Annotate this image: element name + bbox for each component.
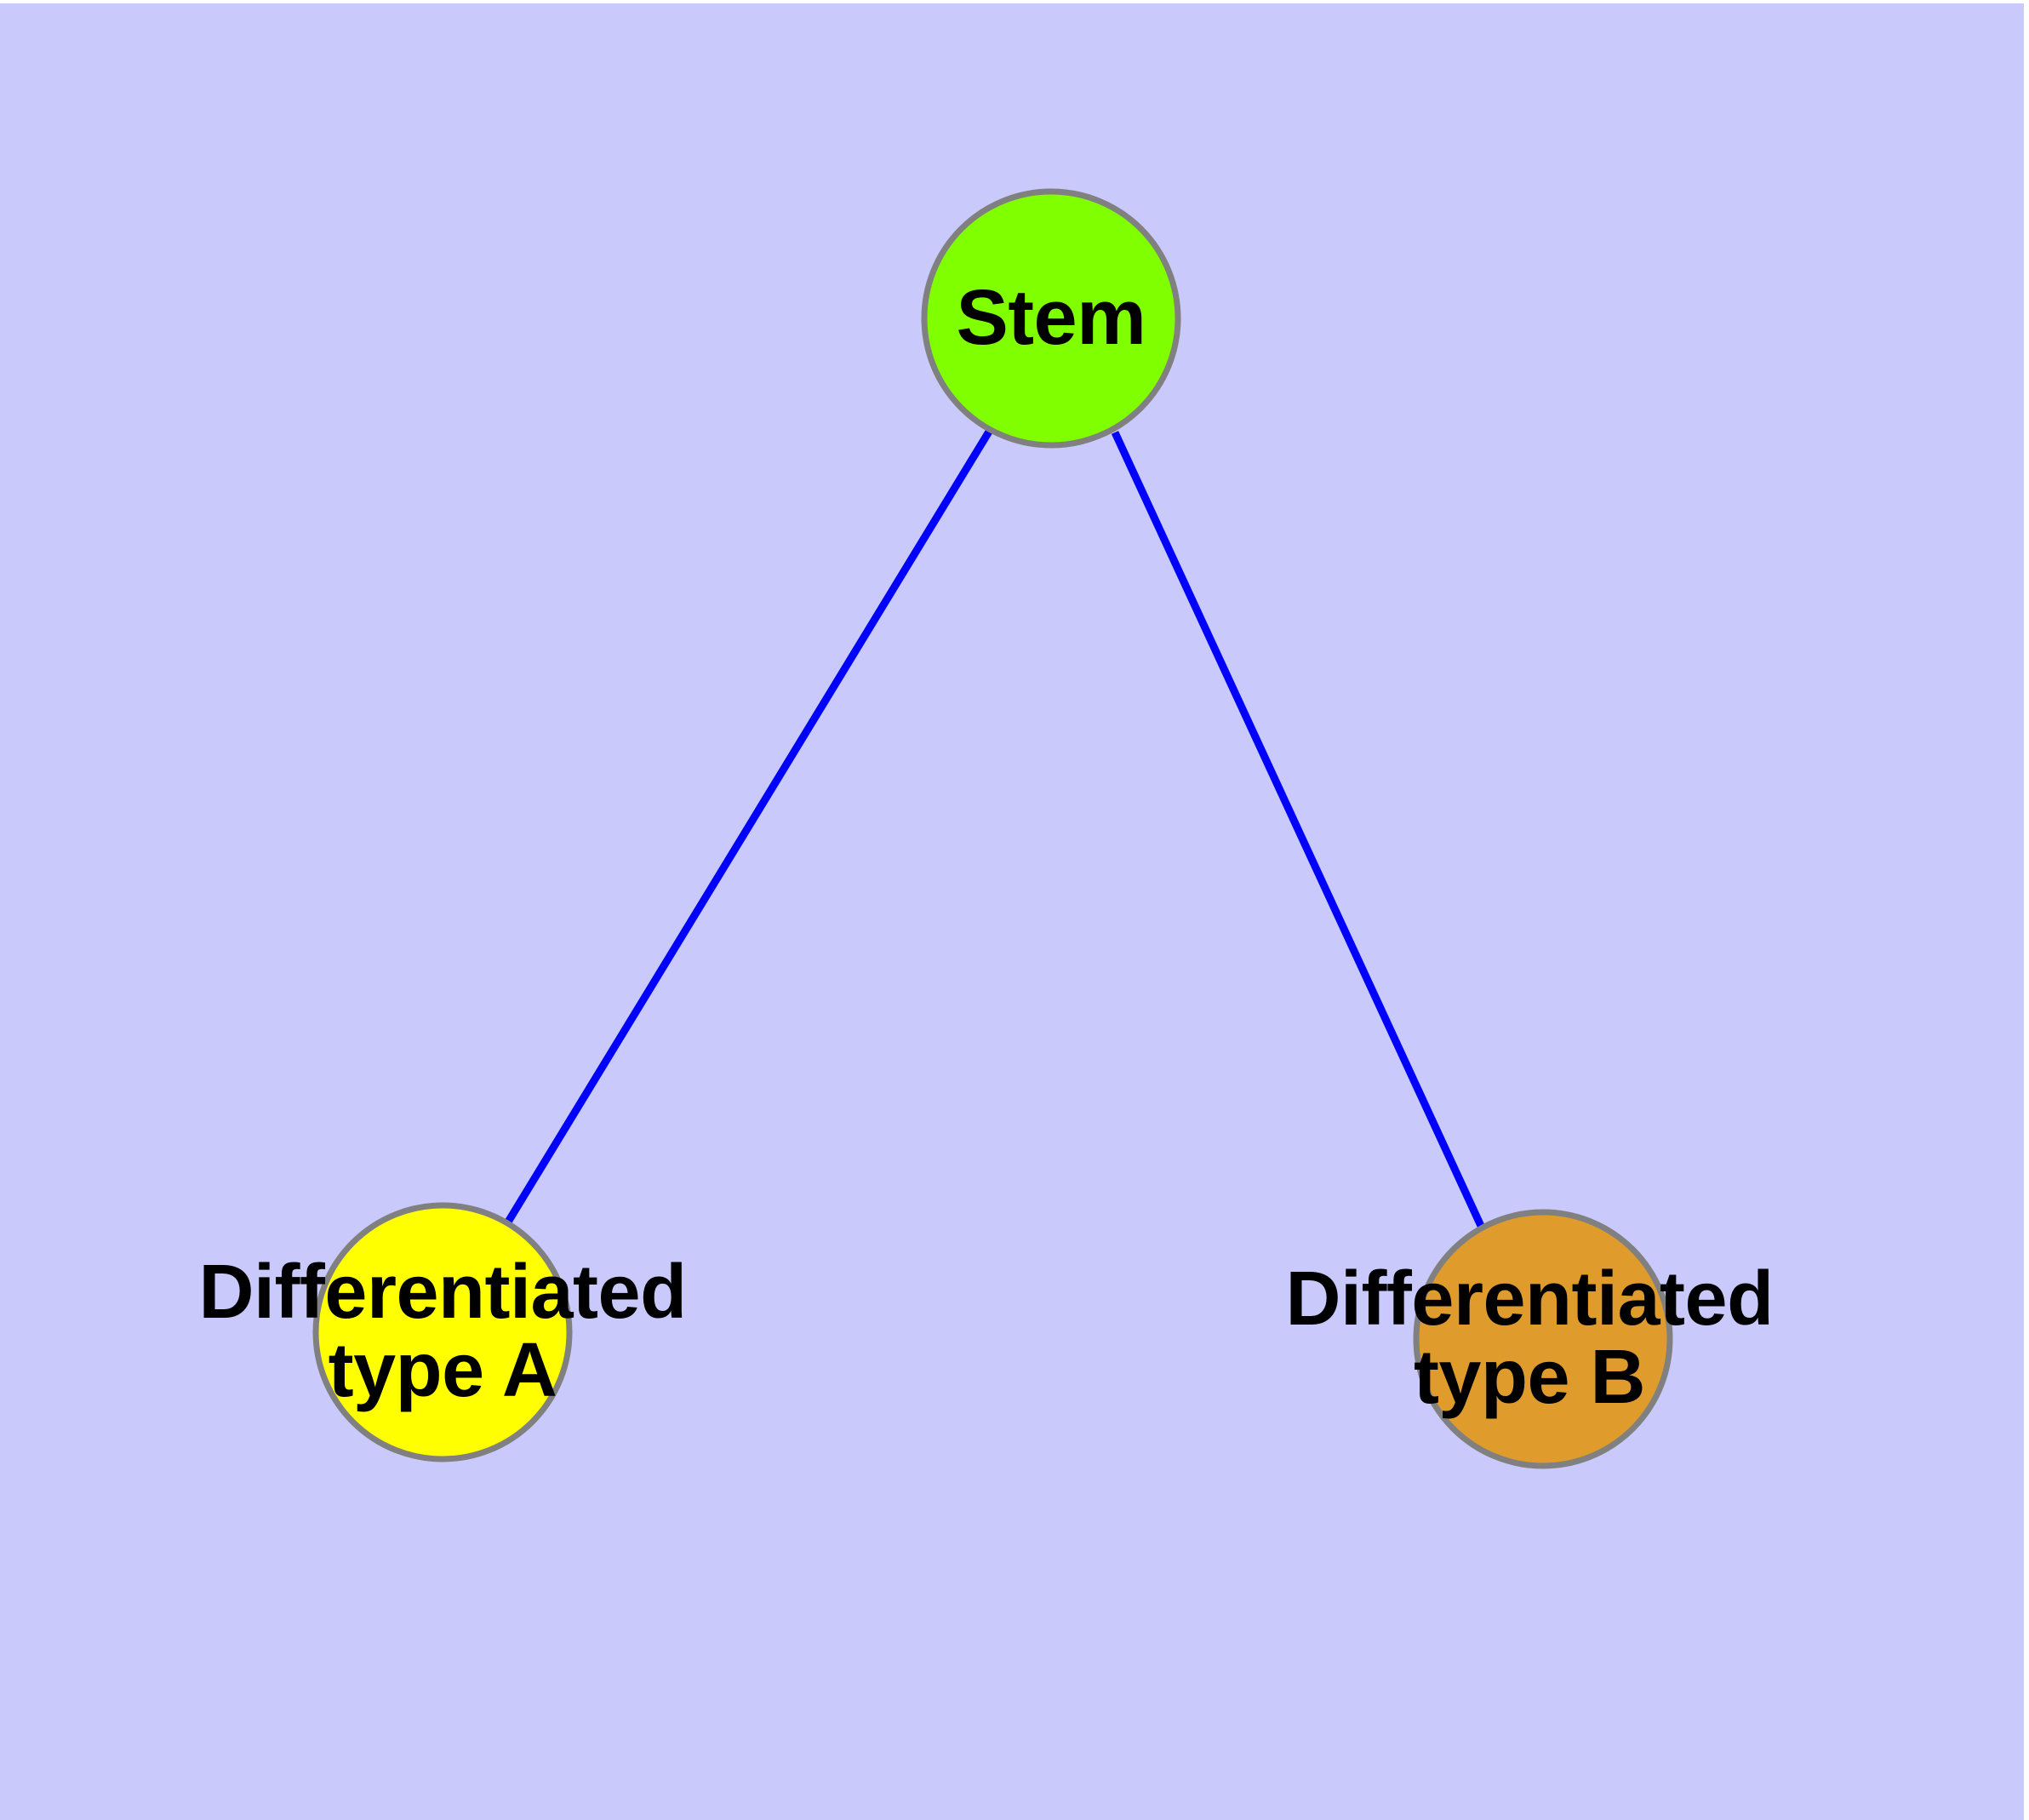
node-circle-stem[interactable]: [921, 188, 1181, 449]
edge-stem-to-diff-a: [504, 429, 992, 1226]
node-circle-diff-a[interactable]: [312, 1202, 573, 1462]
edge-layer: [504, 429, 1485, 1228]
node-layer: [312, 188, 1673, 1469]
edge-stem-to-diff-b: [1111, 431, 1485, 1228]
node-circle-diff-b[interactable]: [1413, 1209, 1673, 1469]
